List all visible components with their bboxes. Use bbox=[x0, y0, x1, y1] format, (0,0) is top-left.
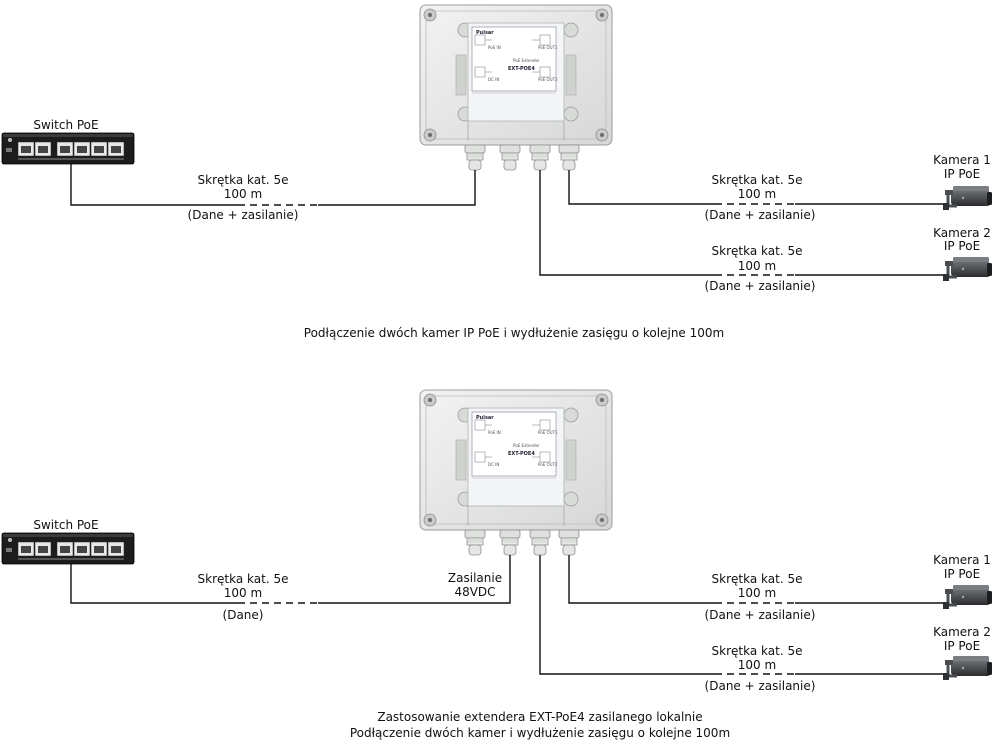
device-type: PoE Extender bbox=[513, 58, 540, 63]
device-poe-out2: PoE OUT2 bbox=[538, 77, 558, 82]
cable-left-type: Skrętka kat. 5e bbox=[198, 173, 289, 187]
camera-2-b bbox=[941, 654, 994, 682]
device-poe-out1: PoE OUT1 bbox=[538, 430, 558, 435]
camera1-name: Kamera 1 bbox=[933, 553, 991, 567]
camera-1-b bbox=[941, 583, 994, 611]
cable-extender-to-camera1-2 bbox=[568, 555, 946, 604]
cable-cam1-note: (Dane + zasilanie) bbox=[705, 608, 816, 622]
cable-extender-to-camera2-2 bbox=[539, 555, 946, 675]
cable-cam1-type: Skrętka kat. 5e bbox=[712, 572, 803, 586]
cable-cam1-note: (Dane + zasilanie) bbox=[705, 208, 816, 222]
cable-cam2-type: Skrętka kat. 5e bbox=[712, 244, 803, 258]
cable-cam1-type: Skrętka kat. 5e bbox=[712, 173, 803, 187]
camera2-name: Kamera 2 bbox=[933, 226, 991, 240]
bottom-scenario: Pulsar PoE IN PoE OUT1 PoE Extender EXT-… bbox=[1, 389, 994, 740]
camera1-type: IP PoE bbox=[944, 567, 980, 581]
cable-cam2-length: 100 m bbox=[738, 658, 776, 672]
top-caption: Podłączenie dwóch kamer IP PoE i wydłuże… bbox=[304, 326, 724, 340]
cable-left-length: 100 m bbox=[224, 187, 262, 201]
device-poe-in: PoE IN bbox=[488, 430, 501, 435]
camera1-type: IP PoE bbox=[944, 167, 980, 181]
top-scenario: Pulsar PoE IN PoE OUT1 PoE Extender EXT-… bbox=[1, 4, 994, 340]
camera-2 bbox=[941, 255, 994, 283]
cable-switch-to-extender bbox=[70, 164, 476, 206]
device-dc-in: DC IN bbox=[488, 462, 499, 467]
poe-switch bbox=[1, 132, 135, 165]
device-brand: Pulsar bbox=[476, 415, 494, 421]
device-poe-in: PoE IN bbox=[488, 45, 501, 50]
cable-left-note: (Dane + zasilanie) bbox=[188, 208, 299, 222]
cable-switch-to-extender-data bbox=[70, 555, 511, 604]
bottom-caption-line2: Podłączenie dwóch kamer i wydłużenie zas… bbox=[350, 726, 730, 740]
cable-left-type: Skrętka kat. 5e bbox=[198, 572, 289, 586]
switch-label: Switch PoE bbox=[33, 118, 98, 132]
cable-cam1-length: 100 m bbox=[738, 187, 776, 201]
cable-cam2-type: Skrętka kat. 5e bbox=[712, 644, 803, 658]
extender-enclosure: Pulsar PoE IN PoE OUT1 PoE Extender EXT-… bbox=[419, 4, 613, 171]
device-type: PoE Extender bbox=[513, 443, 540, 448]
cable-cam2-length: 100 m bbox=[738, 259, 776, 273]
cable-left-length: 100 m bbox=[224, 586, 262, 600]
cable-extender-to-camera1 bbox=[568, 170, 946, 205]
poe-switch-2 bbox=[1, 532, 135, 565]
camera2-name: Kamera 2 bbox=[933, 625, 991, 639]
device-dc-in: DC IN bbox=[488, 77, 499, 82]
device-poe-out2: PoE OUT2 bbox=[538, 462, 558, 467]
device-brand: Pulsar bbox=[476, 30, 494, 36]
camera2-type: IP PoE bbox=[944, 239, 980, 253]
device-model: EXT-POE4 bbox=[508, 451, 535, 457]
cable-cam2-note: (Dane + zasilanie) bbox=[705, 679, 816, 693]
device-poe-out1: PoE OUT1 bbox=[538, 45, 558, 50]
power-label: Zasilanie bbox=[448, 571, 502, 585]
camera1-name: Kamera 1 bbox=[933, 153, 991, 167]
bottom-caption-line1: Zastosowanie extendera EXT-PoE4 zasilane… bbox=[377, 710, 702, 724]
device-model: EXT-POE4 bbox=[508, 66, 535, 72]
cable-left-note: (Dane) bbox=[223, 608, 264, 622]
switch-label: Switch PoE bbox=[33, 518, 98, 532]
cable-cam2-note: (Dane + zasilanie) bbox=[705, 279, 816, 293]
cable-cam1-length: 100 m bbox=[738, 586, 776, 600]
extender-enclosure-2: Pulsar PoE IN PoE OUT1 PoE Extender EXT-… bbox=[419, 389, 613, 556]
camera-1 bbox=[941, 184, 994, 212]
camera2-type: IP PoE bbox=[944, 639, 980, 653]
cable-extender-to-camera2 bbox=[539, 170, 946, 276]
power-voltage: 48VDC bbox=[454, 585, 495, 599]
